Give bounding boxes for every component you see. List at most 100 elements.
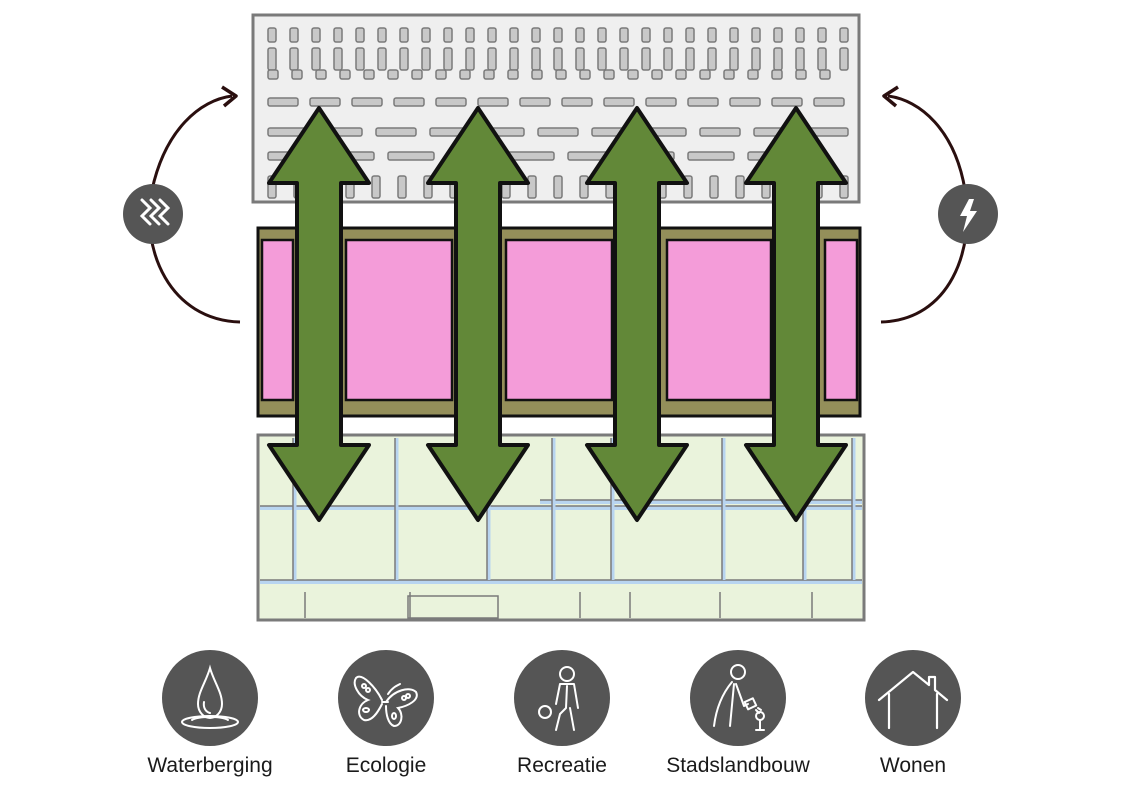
- building-block: [509, 47, 519, 71]
- rural-zone: [256, 433, 866, 622]
- building-block: [519, 97, 551, 107]
- building-block: [477, 97, 509, 107]
- building-block: [747, 69, 759, 80]
- heat-flow-arrowhead: [221, 85, 238, 108]
- building-block: [597, 47, 607, 71]
- building-block: [459, 69, 471, 80]
- connector-arrow: [426, 106, 530, 522]
- building-block: [687, 97, 719, 107]
- legend-item-ecologie: Ecologie: [301, 650, 471, 778]
- building-block: [603, 69, 615, 80]
- pink-plot: [823, 238, 859, 402]
- connector-arrow: [585, 106, 689, 522]
- building-block: [553, 175, 563, 199]
- legend-label: Waterberging: [147, 754, 273, 777]
- building-block: [817, 47, 827, 71]
- building-block: [267, 69, 279, 80]
- building-block: [645, 97, 677, 107]
- building-block: [387, 69, 399, 80]
- building-block: [363, 69, 375, 80]
- urban-blocks: [267, 27, 849, 199]
- building-block: [579, 69, 591, 80]
- parcel-boundary: [407, 595, 499, 619]
- building-block: [729, 97, 761, 107]
- building-block: [355, 27, 365, 43]
- building-block: [421, 47, 431, 71]
- building-block: [663, 27, 673, 43]
- building-block: [289, 27, 299, 43]
- building-block: [619, 27, 629, 43]
- house-icon: [877, 670, 949, 730]
- lightning-icon: [960, 199, 977, 232]
- legend-item-wonen: Wonen: [828, 650, 998, 778]
- recreation-icon: [538, 666, 579, 731]
- building-block: [351, 97, 383, 107]
- pink-plot: [665, 238, 773, 402]
- legend-icon-circle: [865, 650, 961, 746]
- connector-arrow: [267, 106, 371, 522]
- building-block: [291, 69, 303, 80]
- building-block: [371, 175, 381, 199]
- building-block: [709, 175, 719, 199]
- building-block: [465, 27, 475, 43]
- building-block: [603, 97, 635, 107]
- water-drop-icon: [181, 664, 239, 729]
- heat-waves-icon: [139, 198, 171, 226]
- building-block: [393, 97, 425, 107]
- building-block: [707, 27, 717, 43]
- butterfly-icon: [353, 675, 418, 728]
- building-block: [435, 97, 467, 107]
- building-block: [771, 69, 783, 80]
- energy-flow-arrowhead: [882, 85, 899, 108]
- building-block: [627, 69, 639, 80]
- building-block: [817, 27, 827, 43]
- building-block: [333, 27, 343, 43]
- building-block: [509, 27, 519, 43]
- connector-arrows: [267, 106, 848, 522]
- building-block: [773, 47, 783, 71]
- building-block: [795, 47, 805, 71]
- building-block: [707, 47, 717, 71]
- building-block: [289, 47, 299, 71]
- legend-label: Ecologie: [345, 754, 427, 777]
- building-block: [443, 47, 453, 71]
- urban-farming-icon: [713, 664, 765, 731]
- building-block: [819, 69, 831, 80]
- building-block: [687, 151, 735, 161]
- building-block: [531, 47, 541, 71]
- building-block: [375, 127, 417, 137]
- building-block: [311, 27, 321, 43]
- building-block: [507, 69, 519, 80]
- building-block: [421, 27, 431, 43]
- building-block: [333, 47, 343, 71]
- legend-icon-circle: [338, 650, 434, 746]
- building-block: [531, 27, 541, 43]
- building-block: [813, 97, 845, 107]
- building-block: [555, 69, 567, 80]
- building-block: [795, 27, 805, 43]
- building-block: [619, 47, 629, 71]
- building-block: [377, 27, 387, 43]
- building-block: [487, 47, 497, 71]
- building-block: [483, 69, 495, 80]
- pink-plot: [260, 238, 295, 402]
- building-block: [411, 69, 423, 80]
- building-block: [839, 27, 849, 43]
- building-block: [267, 97, 299, 107]
- building-block: [315, 69, 327, 80]
- building-block: [267, 47, 277, 71]
- pink-plot: [344, 238, 454, 402]
- building-block: [531, 69, 543, 80]
- building-block: [397, 175, 407, 199]
- building-block: [553, 47, 563, 71]
- building-block: [723, 69, 735, 80]
- building-block: [311, 47, 321, 71]
- legend-item-recreatie: Recreatie: [477, 650, 647, 778]
- building-block: [399, 47, 409, 71]
- building-block: [795, 69, 807, 80]
- building-block: [387, 151, 435, 161]
- building-block: [685, 27, 695, 43]
- building-block: [553, 27, 563, 43]
- building-block: [339, 69, 351, 80]
- legend-icon-circle: [162, 650, 258, 746]
